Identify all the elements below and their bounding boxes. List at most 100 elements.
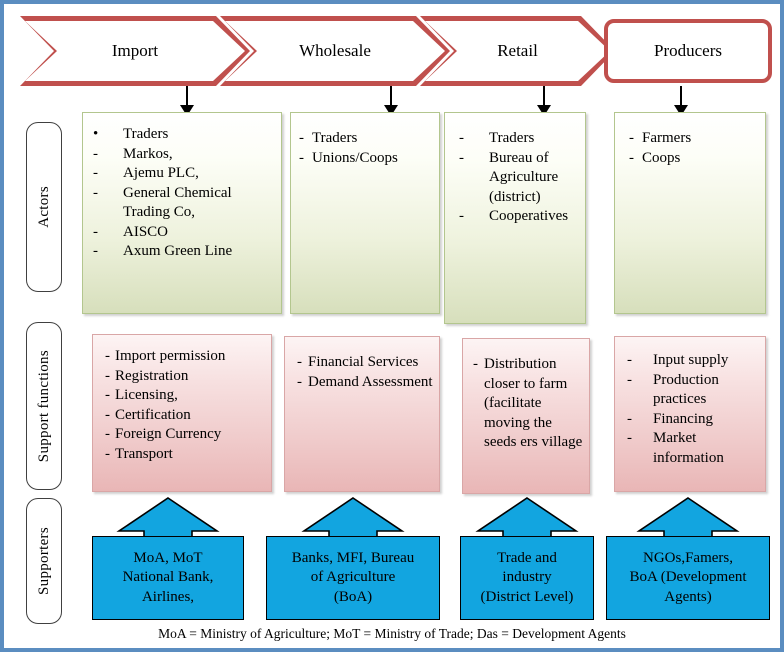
list-item: -Demand Assessment (297, 373, 433, 393)
list-text: Coops (642, 149, 681, 166)
list-marker: - (459, 208, 464, 224)
chain-stage-import[interactable]: Import (20, 16, 250, 86)
down-arrow-import (180, 86, 194, 116)
list-item: -Traders (459, 129, 577, 149)
list-marker: - (93, 223, 98, 240)
list-text: Financing (653, 410, 713, 427)
list-item: -Axum Green Line (93, 242, 273, 262)
actors-box-import: •Traders -Markos, -Ajemu PLC, -General C… (82, 112, 282, 314)
supporter-box-text: MoA, MoT National Bank, Airlines, (123, 549, 214, 607)
list-marker: - (297, 354, 302, 370)
list-text: Farmers (642, 130, 692, 146)
chain-stage-label: Producers (654, 41, 722, 60)
list-text: Cooperatives (489, 208, 569, 224)
actors-list-import: •Traders -Markos, -Ajemu PLC, -General C… (93, 125, 273, 262)
list-marker: - (459, 149, 464, 166)
list-text: Import permission (115, 348, 226, 364)
chain-stage-label: Retail (497, 41, 538, 60)
list-text: Financial Services (308, 354, 419, 370)
list-marker: - (459, 130, 464, 146)
row-label-support-functions: Support functions (26, 322, 62, 490)
chain-stage-label: Wholesale (299, 41, 371, 60)
list-item: -Farmers (629, 129, 757, 149)
chain-stage-wholesale[interactable]: Wholesale (220, 16, 450, 86)
supporter-group-import: MoA, MoT National Bank, Airlines, (92, 496, 244, 620)
list-text: Unions/Coops (312, 149, 398, 166)
chain-stage-retail[interactable]: Retail (420, 16, 615, 86)
list-item: -Transport (105, 445, 265, 465)
up-arrow-retail (475, 497, 579, 542)
row-label-supporters-text: Supporters (35, 527, 52, 595)
list-item: -Markos, (93, 145, 273, 165)
actors-list-wholesale: -Traders -Unions/Coops (299, 129, 431, 168)
actors-box-retail: -Traders -Bureau of Agriculture (distric… (444, 112, 586, 324)
supporter-box-text: Banks, MFI, Bureau of Agriculture (BoA) (292, 549, 415, 607)
list-text: Traders (312, 130, 358, 146)
list-item: - Ajemu PLC, (93, 164, 273, 184)
list-item: - Financing (627, 410, 759, 430)
list-item: -Bureau of Agriculture (district) (459, 149, 577, 208)
list-marker: - (105, 367, 110, 384)
supporter-line: NGOs,Famers, (642, 550, 733, 567)
list-text: Markos, (123, 145, 173, 162)
actors-list-producers: -Farmers -Coops (629, 129, 757, 168)
list-text: AISCO (123, 223, 169, 240)
list-marker: • (93, 126, 99, 142)
list-text: Ajemu PLC, (123, 165, 199, 181)
list-text: Certification (115, 406, 191, 423)
list-item: -General Chemical Trading Co, (93, 184, 273, 223)
supporter-box-producers: NGOs,Famers, BoA (Development Agents) (606, 536, 770, 620)
support-box-wholesale: -Financial Services -Demand Assessment (284, 336, 440, 492)
chain-stage-producers[interactable]: Producers (604, 19, 772, 83)
supporter-line: Banks, MFI, Bureau (291, 550, 415, 567)
support-list-wholesale: -Financial Services -Demand Assessment (297, 353, 433, 392)
support-list-retail: -Distribution closer to farm (facilitate… (473, 355, 583, 453)
list-marker: - (627, 430, 632, 446)
list-marker: - (105, 426, 110, 442)
row-label-supporters: Supporters (26, 498, 62, 624)
supporter-box-text: NGOs,Famers, BoA (Development Agents) (629, 549, 746, 607)
supporter-line: (BoA) (333, 588, 373, 605)
up-arrow-wholesale (301, 497, 405, 542)
list-item: -Coops (629, 149, 757, 169)
list-marker: - (93, 184, 98, 201)
list-item: -Import permission (105, 347, 265, 367)
list-item: -Financial Services (297, 353, 433, 373)
list-text: Production practices (653, 371, 719, 408)
list-item: -Certification (105, 406, 265, 426)
list-marker: - (105, 387, 110, 403)
list-item: -Production practices (627, 371, 759, 410)
list-item: -Input supply (627, 351, 759, 371)
supporter-box-import: MoA, MoT National Bank, Airlines, (92, 536, 244, 620)
list-marker: - (629, 130, 634, 146)
list-marker: - (93, 165, 98, 181)
list-item: -Foreign Currency (105, 425, 265, 445)
actors-box-wholesale: -Traders -Unions/Coops (290, 112, 440, 314)
supporter-line: Trade and (497, 550, 557, 567)
list-text: Demand Assessment (308, 373, 433, 390)
supporter-group-producers: NGOs,Famers, BoA (Development Agents) (606, 496, 770, 620)
list-item: - Cooperatives (459, 207, 577, 227)
list-item: -Unions/Coops (299, 149, 431, 169)
list-marker: - (627, 410, 632, 427)
supporter-line: National Bank, (122, 569, 214, 586)
list-text: Axum Green Line (123, 243, 233, 259)
support-box-import: -Import permission -Registration -Licens… (92, 334, 272, 492)
list-text: Transport (115, 445, 173, 462)
row-label-actors-text: Actors (35, 186, 52, 228)
down-arrow-wholesale (384, 86, 398, 116)
down-arrow-producers (674, 86, 688, 116)
supporter-line: Agents) (664, 588, 712, 605)
support-box-retail: -Distribution closer to farm (facilitate… (462, 338, 590, 494)
supporter-line: Airlines, (141, 588, 195, 605)
list-marker: - (105, 348, 110, 364)
supporter-line: (District Level) (480, 588, 574, 605)
list-marker: - (629, 149, 634, 166)
list-text: Registration (115, 367, 189, 384)
row-label-support-functions-text: Support functions (35, 349, 52, 463)
list-item: -Market information (627, 429, 759, 468)
list-marker: - (299, 130, 304, 146)
list-marker: - (105, 445, 110, 462)
list-marker: - (299, 149, 304, 166)
